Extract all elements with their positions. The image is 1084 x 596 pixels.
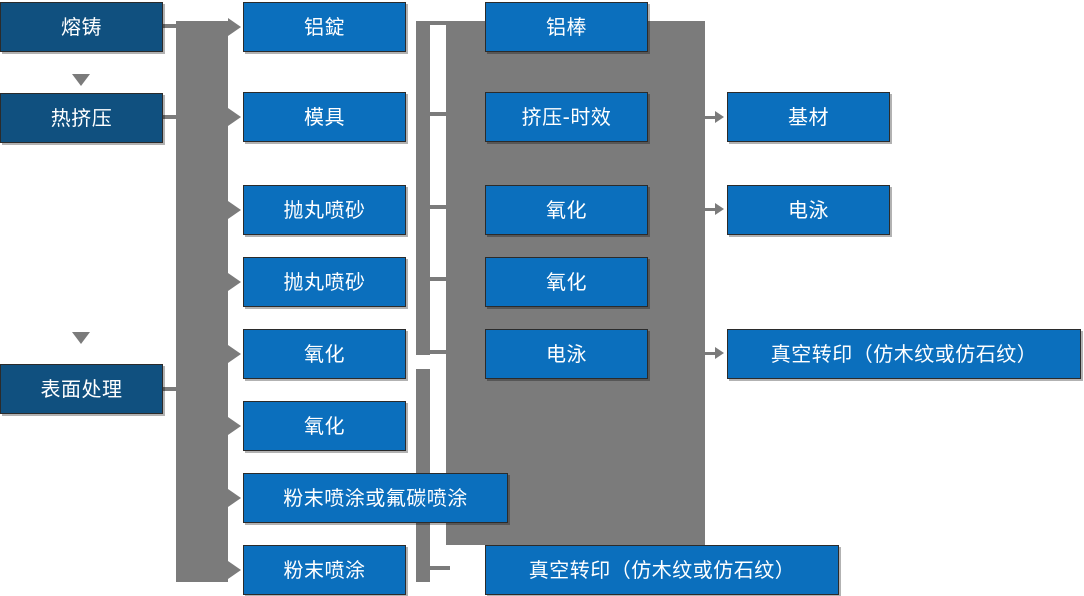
process-label-shot-blast-1: 抛丸喷砂 — [283, 198, 366, 222]
process-label-extrusion-aging: 挤压-时效 — [521, 105, 612, 129]
triangle-right-arrow-icon-electrophoresis — [715, 203, 724, 215]
triangle-down-arrow-icon-melt-to-extrude — [72, 74, 90, 86]
process-box-oxidation-1[interactable]: 氧化 — [243, 329, 406, 379]
process-label-oxidation-3: 氧化 — [546, 198, 587, 222]
stage-box-hot-extrusion[interactable]: 热挤压 — [0, 93, 163, 143]
process-box-electrophoresis-1[interactable]: 电泳 — [485, 329, 648, 379]
process-box-oxidation-3[interactable]: 氧化 — [485, 185, 648, 235]
process-bus-left-rail-upper — [416, 21, 430, 355]
process-label-aluminum-bar: 铝棒 — [546, 15, 587, 39]
triangle-right-arrow-icon-bus1-8 — [228, 561, 241, 579]
process-label-oxidation-2: 氧化 — [304, 414, 345, 438]
output-label-vacuum-transfer: 真空转印（仿木纹或仿石纹） — [770, 342, 1038, 366]
process-label-electrophoresis-1: 电泳 — [546, 342, 587, 366]
output-arrow-line-base-material — [705, 116, 719, 119]
process-box-shot-blast-1[interactable]: 抛丸喷砂 — [243, 185, 406, 235]
stage-bus-vertical — [176, 21, 228, 582]
process-box-oxidation-2[interactable]: 氧化 — [243, 401, 406, 451]
process-box-powder-coating[interactable]: 粉末喷涂 — [243, 545, 406, 595]
process-bus-tie-1 — [430, 21, 450, 25]
process-label-powder-coating: 粉末喷涂 — [283, 558, 366, 582]
stage-box-melt-cast[interactable]: 熔铸 — [0, 2, 163, 52]
process-label-powder-or-pvdf: 粉末喷涂或氟碳喷涂 — [283, 486, 468, 510]
process-bus-tie-6 — [430, 566, 450, 570]
output-label-electrophoresis: 电泳 — [788, 198, 829, 222]
process-bus-tie-5 — [430, 350, 450, 354]
process-box-mold[interactable]: 模具 — [243, 92, 406, 142]
process-label-vacuum-transfer-bottom: 真空转印（仿木纹或仿石纹） — [528, 558, 796, 582]
stage-stub-melt-cast — [163, 24, 179, 28]
output-label-base-material: 基材 — [788, 105, 829, 129]
stage-stub-surface-treatment — [163, 387, 179, 391]
stage-label-hot-extrusion: 热挤压 — [50, 106, 113, 130]
output-box-base-material[interactable]: 基材 — [727, 92, 890, 142]
process-box-shot-blast-2[interactable]: 抛丸喷砂 — [243, 257, 406, 307]
triangle-right-arrow-icon-bus1-2 — [228, 108, 241, 126]
process-box-vacuum-transfer-bottom[interactable]: 真空转印（仿木纹或仿石纹） — [485, 545, 839, 595]
process-box-aluminum-bar[interactable]: 铝棒 — [485, 2, 648, 52]
triangle-right-arrow-icon-bus1-5 — [228, 345, 241, 363]
triangle-right-arrow-icon-base-material — [715, 111, 724, 123]
triangle-down-arrow-icon-extrude-to-surface — [72, 332, 90, 344]
process-box-extrusion-aging[interactable]: 挤压-时效 — [485, 92, 648, 142]
stage-stub-hot-extrusion — [163, 115, 179, 119]
process-label-oxidation-1: 氧化 — [304, 342, 345, 366]
process-box-oxidation-4[interactable]: 氧化 — [485, 257, 648, 307]
output-arrow-line-vacuum-transfer — [705, 352, 719, 355]
triangle-right-arrow-icon-bus1-6 — [228, 417, 241, 435]
triangle-right-arrow-icon-bus1-7 — [228, 489, 241, 507]
triangle-right-arrow-icon-bus1-4 — [228, 273, 241, 291]
process-box-aluminum-ingot[interactable]: 铝錠 — [243, 2, 406, 52]
output-box-electrophoresis[interactable]: 电泳 — [727, 185, 890, 235]
process-label-oxidation-4: 氧化 — [546, 270, 587, 294]
triangle-right-arrow-icon-vacuum-transfer — [715, 347, 724, 359]
process-bus-tie-4 — [430, 277, 450, 281]
triangle-right-arrow-icon-bus1-3 — [228, 201, 241, 219]
process-label-shot-blast-2: 抛丸喷砂 — [283, 270, 366, 294]
process-box-powder-or-pvdf[interactable]: 粉末喷涂或氟碳喷涂 — [243, 473, 508, 523]
stage-label-surface-treatment: 表面处理 — [40, 377, 123, 401]
process-label-mold: 模具 — [304, 105, 345, 129]
triangle-right-arrow-icon-bus1-1 — [228, 18, 241, 36]
output-arrow-line-electrophoresis — [705, 208, 719, 211]
process-label-aluminum-ingot: 铝錠 — [304, 15, 345, 39]
output-box-vacuum-transfer[interactable]: 真空转印（仿木纹或仿石纹） — [727, 329, 1081, 379]
process-bus-tie-2 — [430, 112, 450, 116]
stage-label-melt-cast: 熔铸 — [61, 15, 102, 39]
process-bus-tie-3 — [430, 205, 450, 209]
stage-box-surface-treatment[interactable]: 表面处理 — [0, 364, 163, 414]
